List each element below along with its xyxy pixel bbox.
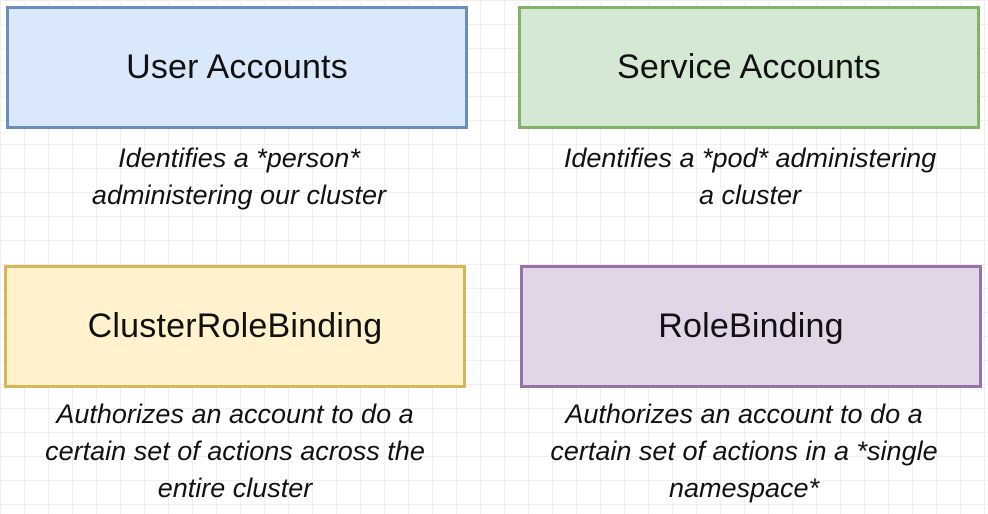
role-binding-description-line: certain set of actions in a *single — [550, 436, 938, 466]
user-accounts-title: User Accounts — [126, 48, 348, 86]
role-binding-description-line: namespace* — [668, 473, 820, 503]
role-binding-description: Authorizes an account to do a certain se… — [500, 396, 988, 507]
user-accounts-box: User Accounts — [6, 6, 468, 129]
role-binding-description-line: Authorizes an account to do a — [565, 399, 923, 429]
cluster-role-binding-description-line: entire cluster — [157, 473, 313, 503]
service-accounts-box: Service Accounts — [518, 6, 980, 129]
cluster-role-binding-box: ClusterRoleBinding — [4, 265, 466, 388]
cluster-role-binding-description-line: certain set of actions across the — [45, 436, 425, 466]
service-accounts-description-line: a cluster — [698, 180, 802, 210]
cluster-role-binding-title: ClusterRoleBinding — [87, 307, 383, 345]
service-accounts-description-line: Identifies a *pod* administering — [563, 143, 937, 173]
user-accounts-description: Identifies a *person* administering our … — [0, 140, 478, 214]
role-binding-title: RoleBinding — [658, 307, 844, 345]
cluster-role-binding-description: Authorizes an account to do a certain se… — [0, 396, 470, 507]
role-binding-box: RoleBinding — [520, 265, 982, 388]
user-accounts-description-line: Identifies a *person* — [118, 143, 360, 173]
cluster-role-binding-description-line: Authorizes an account to do a — [56, 399, 414, 429]
service-accounts-title: Service Accounts — [617, 48, 881, 86]
user-accounts-description-line: administering our cluster — [91, 180, 387, 210]
service-accounts-description: Identifies a *pod* administering a clust… — [500, 140, 988, 214]
